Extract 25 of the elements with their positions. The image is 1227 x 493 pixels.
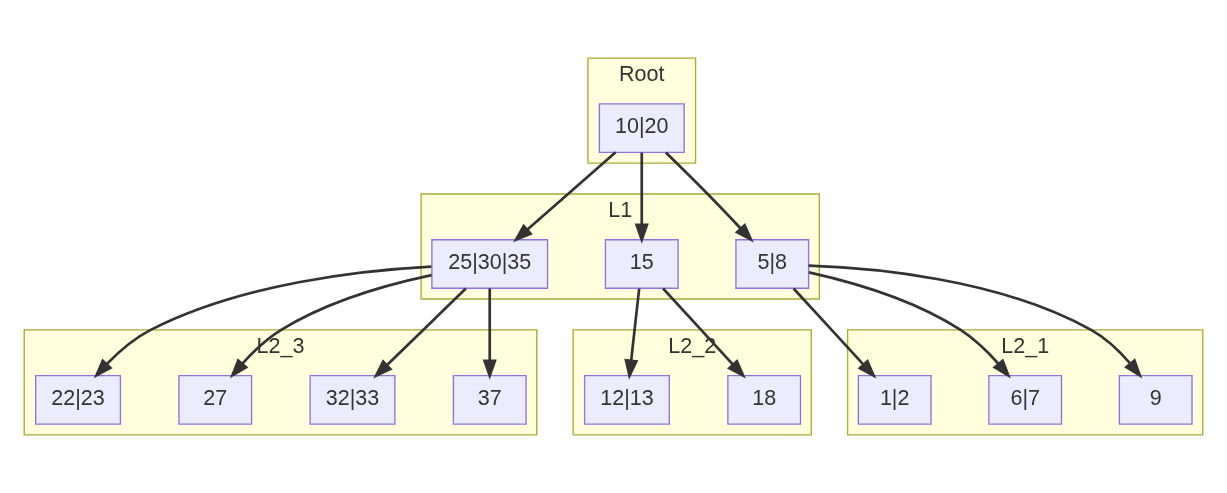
node-box: 5|8	[735, 239, 810, 289]
arrow	[373, 287, 467, 379]
arrow	[808, 271, 1011, 379]
node-box: 25|30|35	[431, 239, 549, 289]
arrow	[512, 151, 617, 243]
node-box: 37	[452, 375, 527, 425]
node-box: 9	[1118, 375, 1193, 425]
arrow	[624, 288, 641, 380]
arrow	[634, 152, 649, 244]
node-box: 27	[178, 375, 253, 425]
arrow	[482, 288, 497, 380]
arrow	[93, 265, 432, 379]
node-box: 1|2	[857, 375, 932, 425]
arrow	[229, 273, 432, 379]
arrow	[662, 287, 746, 379]
node-box: 6|7	[988, 375, 1063, 425]
arrow	[664, 151, 754, 243]
node-box: 22|23	[34, 375, 122, 425]
arrow	[792, 287, 877, 379]
node-box: 12|13	[583, 375, 670, 425]
arrow	[808, 264, 1143, 379]
node-box: 18	[727, 375, 802, 425]
node-box: 15	[604, 239, 679, 289]
node-box: 10|20	[598, 103, 685, 153]
node-box: 32|33	[309, 375, 396, 425]
